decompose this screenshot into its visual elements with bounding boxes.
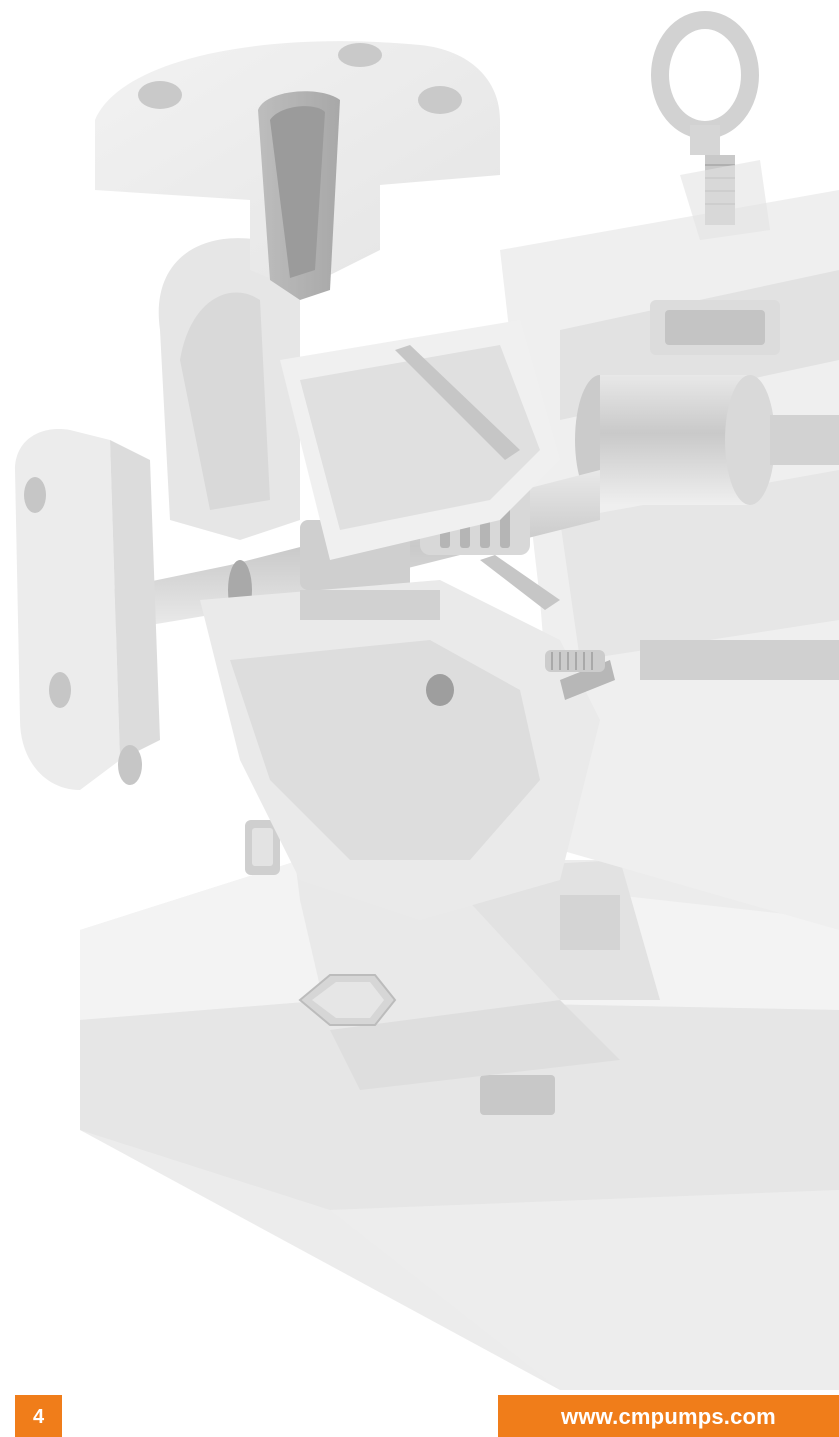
base-slot xyxy=(480,1075,555,1115)
page-number-badge: 4 xyxy=(15,1395,62,1437)
discharge-flange xyxy=(95,41,500,300)
hex-bolt-icon xyxy=(298,974,397,1026)
flange-hole-icon xyxy=(24,477,46,513)
drain-plug-icon xyxy=(245,820,280,875)
website-badge[interactable]: www.cmpumps.com xyxy=(498,1395,839,1437)
flange-hole-icon xyxy=(118,745,142,785)
rotor-icon xyxy=(575,300,839,505)
page-number: 4 xyxy=(32,1405,45,1428)
impeller-icon xyxy=(280,320,615,700)
pump-casing xyxy=(158,238,600,920)
suction-flange xyxy=(15,429,160,790)
eye-bolt-icon xyxy=(651,11,770,240)
flange-hole-icon xyxy=(338,43,382,67)
pump-cutaway-icon xyxy=(15,11,839,1390)
flange-hole-icon xyxy=(138,81,182,109)
website-link[interactable]: www.cmpumps.com xyxy=(561,1404,776,1429)
flange-hole-icon xyxy=(49,672,71,708)
spring-icon xyxy=(545,650,605,672)
flange-hole-icon xyxy=(418,86,462,114)
